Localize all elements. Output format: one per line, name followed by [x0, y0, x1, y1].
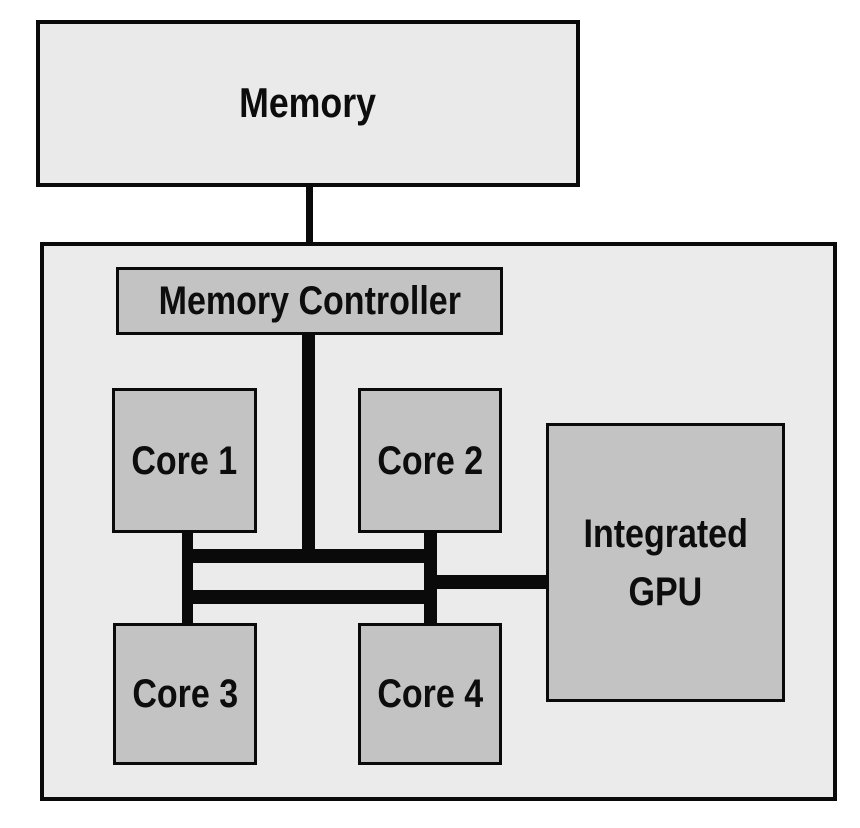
integrated-gpu-box: Integrated GPU	[546, 423, 785, 702]
integrated-gpu-label-line2: GPU	[628, 569, 703, 614]
core1-to-core3-bus-line	[182, 530, 193, 626]
core-2-box: Core 2	[358, 388, 502, 533]
memory-controller-label: Memory Controller	[158, 279, 461, 323]
core-2-label: Core 2	[377, 438, 483, 483]
ring-to-gpu-bus-line	[432, 575, 548, 589]
core-3-box: Core 3	[113, 623, 257, 765]
memory-label: Memory	[239, 79, 377, 127]
integrated-gpu-label: Integrated GPU	[569, 512, 762, 614]
core-1-box: Core 1	[112, 388, 257, 533]
memory-to-controller-bus-line	[306, 185, 313, 270]
integrated-gpu-label-line1: Integrated	[583, 511, 748, 556]
ring-bus-bottom-line	[182, 590, 437, 604]
controller-to-ring-bus-line	[302, 333, 315, 558]
ring-bus-top-line	[182, 549, 437, 563]
core-3-label: Core 3	[132, 672, 238, 716]
memory-box: Memory	[36, 20, 580, 187]
core-1-label: Core 1	[131, 438, 238, 483]
memory-controller-box: Memory Controller	[116, 267, 503, 335]
core-4-label: Core 4	[377, 672, 483, 716]
core-4-box: Core 4	[358, 623, 502, 765]
